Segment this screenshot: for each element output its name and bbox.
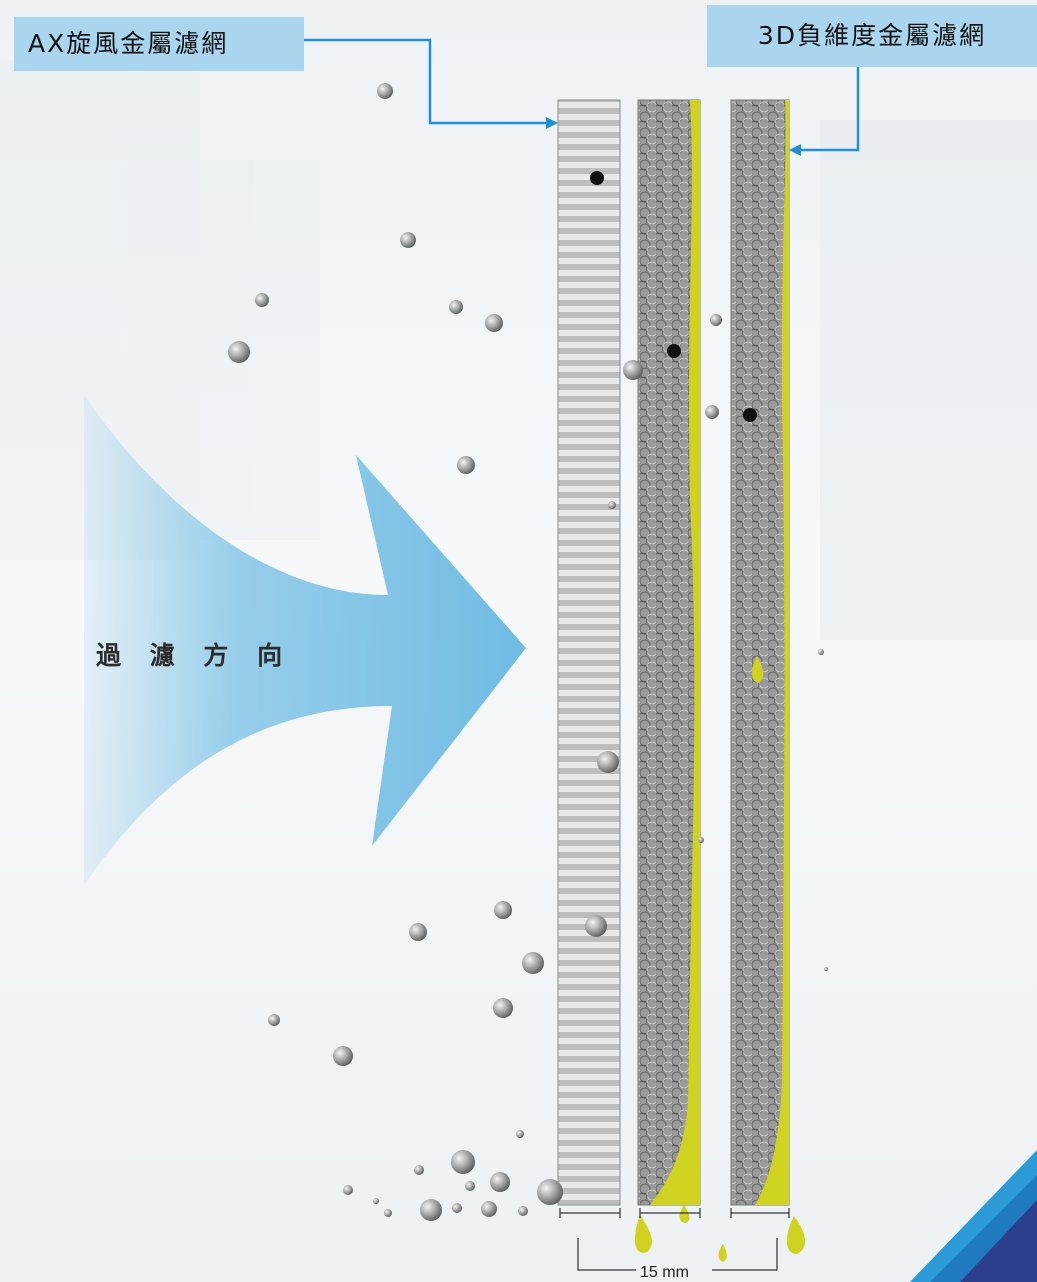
particle bbox=[228, 341, 250, 363]
particle bbox=[481, 1201, 497, 1217]
particle bbox=[518, 1206, 528, 1216]
particle bbox=[608, 501, 616, 509]
particle bbox=[452, 1203, 462, 1213]
particle bbox=[268, 1014, 280, 1026]
particle bbox=[485, 314, 503, 332]
particle bbox=[457, 456, 475, 474]
particle bbox=[333, 1046, 353, 1066]
particle bbox=[493, 998, 513, 1018]
callout-lines bbox=[304, 38, 860, 156]
oil-drop bbox=[786, 1216, 806, 1254]
particle bbox=[409, 923, 427, 941]
trapped-particle bbox=[743, 408, 757, 422]
particle bbox=[420, 1199, 442, 1221]
oil-drop bbox=[751, 656, 764, 683]
filtration-direction-arrow bbox=[84, 395, 526, 885]
particle bbox=[698, 837, 704, 843]
particle bbox=[373, 1198, 379, 1204]
filtration-direction-label: 過 濾 方 向 bbox=[96, 641, 293, 670]
particle bbox=[343, 1185, 353, 1195]
3d-filter-label: 3D負維度金屬濾網 bbox=[707, 5, 1037, 67]
particles bbox=[228, 83, 828, 1221]
3d-filter-panel-2 bbox=[730, 99, 790, 1206]
particle bbox=[451, 1150, 475, 1174]
oil-drop bbox=[679, 1205, 690, 1223]
oil-drops bbox=[634, 656, 806, 1262]
particle bbox=[516, 1130, 524, 1138]
dimension-brackets bbox=[559, 1208, 790, 1271]
oil-film-2 bbox=[755, 100, 789, 1205]
oil-drop bbox=[718, 1244, 727, 1262]
ax-cyclone-filter-panel bbox=[557, 99, 621, 1206]
trapped-particles bbox=[590, 171, 757, 422]
particle bbox=[522, 952, 544, 974]
particle bbox=[710, 314, 722, 326]
particle bbox=[465, 1181, 475, 1191]
particle bbox=[705, 405, 719, 419]
oil-film-1 bbox=[650, 100, 700, 1205]
callout-line-ax bbox=[304, 38, 552, 125]
particle bbox=[537, 1179, 563, 1205]
callout-line-3d bbox=[796, 67, 860, 152]
trapped-particle bbox=[667, 344, 681, 358]
particle bbox=[449, 300, 463, 314]
particle bbox=[414, 1165, 424, 1175]
callout-arrowhead-ax bbox=[546, 117, 558, 129]
particle bbox=[377, 83, 393, 99]
particle bbox=[490, 1172, 510, 1192]
callout-arrowhead-3d bbox=[789, 144, 801, 156]
particle bbox=[818, 649, 824, 655]
corner-decoration bbox=[910, 1150, 1037, 1282]
ax-cyclone-filter-label: AX旋風金屬濾網 bbox=[14, 17, 304, 71]
background-buildings bbox=[0, 60, 1037, 640]
dimension-label: 15 mm bbox=[640, 1264, 689, 1281]
particle bbox=[623, 360, 643, 380]
particle bbox=[255, 293, 269, 307]
particle bbox=[494, 901, 512, 919]
trapped-particle bbox=[590, 171, 604, 185]
oil-drop bbox=[634, 1215, 652, 1253]
particle bbox=[384, 1209, 392, 1217]
particle bbox=[585, 915, 607, 937]
particle bbox=[400, 232, 416, 248]
particle bbox=[824, 967, 828, 971]
particle bbox=[597, 751, 619, 773]
3d-filter-panel-1 bbox=[637, 99, 701, 1206]
